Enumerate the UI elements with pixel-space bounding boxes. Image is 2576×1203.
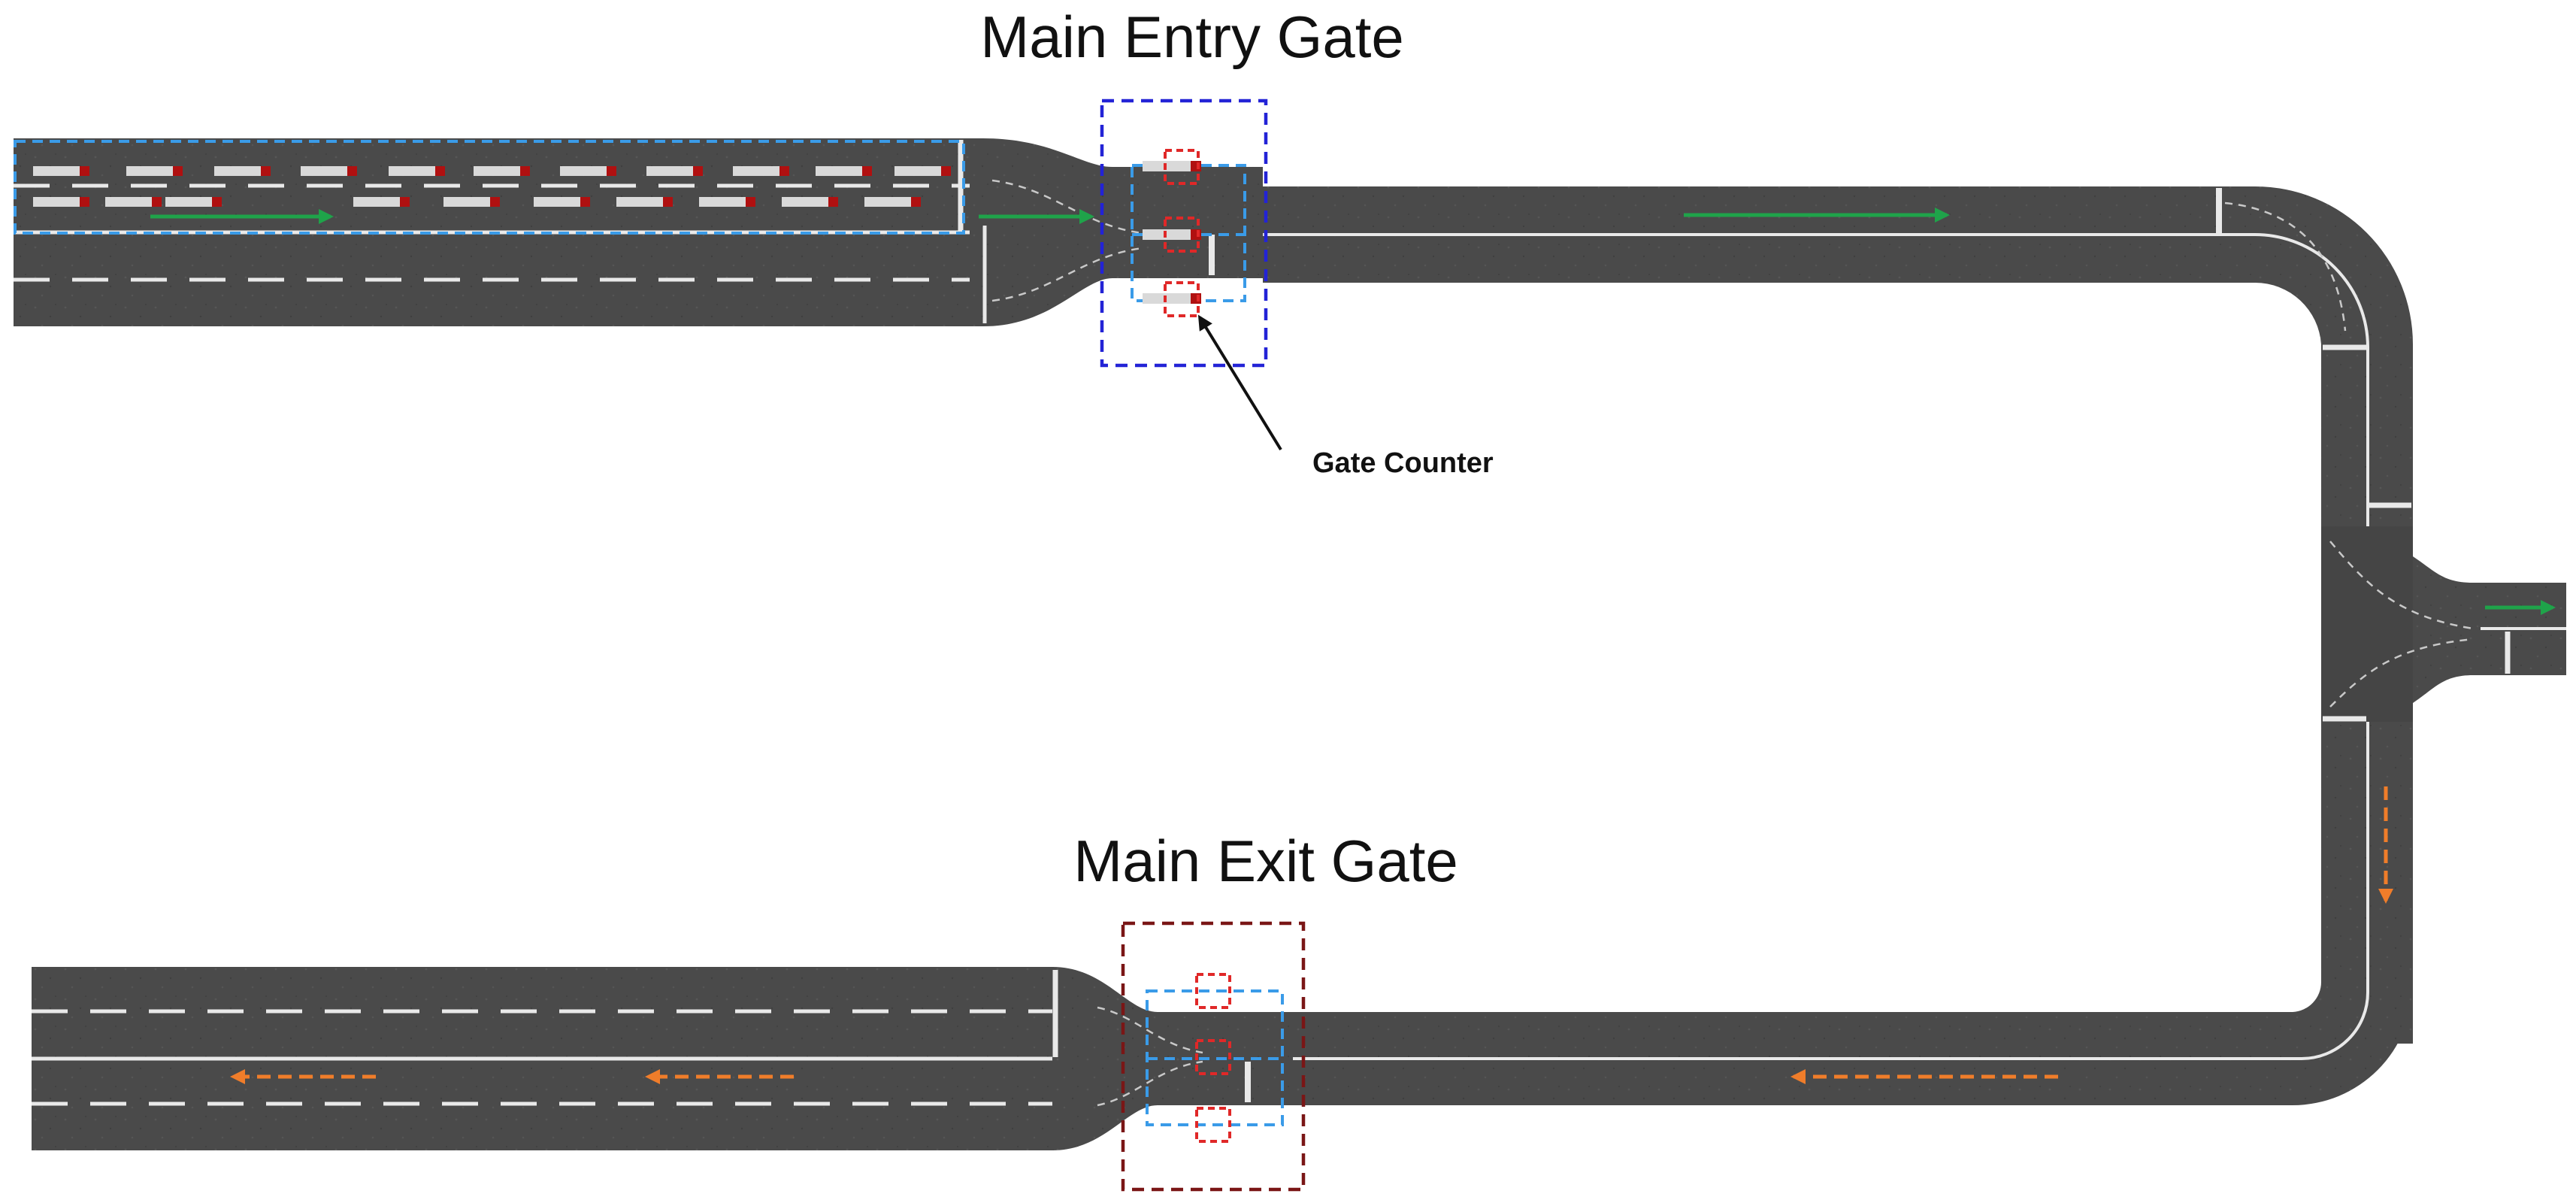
queued-vehicle (733, 166, 779, 176)
t-junction (2321, 526, 2413, 722)
bottom-right-bend (2293, 970, 2413, 1105)
queued-vehicle (816, 166, 862, 176)
queued-vehicle-cab (828, 197, 838, 207)
queued-vehicle (353, 197, 400, 207)
queued-vehicle-cab (152, 197, 162, 207)
bottom-curve-centerline (1293, 992, 2369, 1060)
queued-vehicle-cab (862, 166, 872, 176)
entry-turn-guide-2 (991, 247, 1143, 302)
exit-turn-guide-1 (1097, 1006, 1203, 1054)
entry-gate-plaza (983, 138, 1263, 326)
queued-vehicle (214, 166, 261, 176)
queued-vehicle-cab (607, 166, 616, 176)
entry-gate-title: Main Entry Gate (980, 4, 1404, 70)
queued-vehicle (33, 166, 80, 176)
junction-guide-2 (2329, 638, 2474, 708)
exit-flow-arrows (230, 786, 2393, 1084)
queued-vehicle (301, 166, 347, 176)
queued-vehicle (864, 197, 911, 207)
exit-gate-boundary (1121, 921, 1306, 1192)
gate-counter-box (1164, 149, 1200, 185)
entry-vehicle-queue (33, 166, 951, 207)
queued-vehicle-cab (435, 166, 445, 176)
entry-queue-zone (14, 140, 965, 235)
gate-counter-box (1195, 1039, 1231, 1075)
queued-vehicle (474, 166, 520, 176)
queued-vehicle (443, 197, 490, 207)
entry-flow-arrows (150, 208, 2556, 615)
road-network (14, 138, 2566, 1150)
exit-gate-counters (1195, 973, 1231, 1143)
queued-vehicle (616, 197, 663, 207)
exit-gate (1121, 921, 1306, 1192)
gate-counter-box (1195, 1107, 1231, 1143)
queued-vehicle (560, 166, 607, 176)
curve-guide-1 (2224, 202, 2347, 332)
queued-vehicle (894, 166, 941, 176)
entry-turn-guide-1 (991, 179, 1143, 235)
queued-vehicle (699, 197, 746, 207)
exit-gate-title: Main Exit Gate (1073, 828, 1458, 894)
queued-vehicle-cab (580, 197, 590, 207)
queued-vehicle (389, 166, 435, 176)
queued-vehicle (782, 197, 828, 207)
gate-counter-box (1195, 973, 1231, 1009)
gate-counter-callout: Gate Counter (1197, 314, 1494, 479)
queued-vehicle-cab (941, 166, 951, 176)
queued-vehicle (646, 166, 693, 176)
queued-vehicle-cab (212, 197, 222, 207)
queued-vehicle-cab (80, 166, 89, 176)
queued-vehicle-cab (261, 166, 271, 176)
queued-vehicle (126, 166, 173, 176)
queued-vehicle-cab (80, 197, 89, 207)
queued-vehicle-cab (693, 166, 703, 176)
gate-counter-label: Gate Counter (1312, 447, 1494, 479)
queued-vehicle-cab (400, 197, 410, 207)
queued-vehicle-cab (746, 197, 755, 207)
queued-vehicle (534, 197, 580, 207)
queued-vehicle-cab (911, 197, 921, 207)
gate-counter-box (1164, 217, 1200, 253)
queued-vehicle-cab (520, 166, 530, 176)
pointer-arrow-icon (1197, 314, 1282, 451)
queued-vehicle-cab (490, 197, 500, 207)
queued-vehicle (105, 197, 152, 207)
top-curve-centerline (2248, 233, 2369, 526)
turning-guides (991, 179, 2474, 1107)
gate-counter-box (1164, 281, 1200, 317)
entry-gate-boundary (1100, 98, 1268, 368)
queued-vehicle-cab (779, 166, 789, 176)
entry-gate (1100, 98, 1268, 368)
queued-vehicle (33, 197, 80, 207)
queued-vehicle-cab (173, 166, 183, 176)
exit-turn-guide-2 (1097, 1060, 1203, 1107)
queued-vehicle (165, 197, 212, 207)
queued-vehicle-cab (663, 197, 673, 207)
entry-gate-counters (1164, 149, 1200, 317)
queued-vehicle-cab (347, 166, 357, 176)
